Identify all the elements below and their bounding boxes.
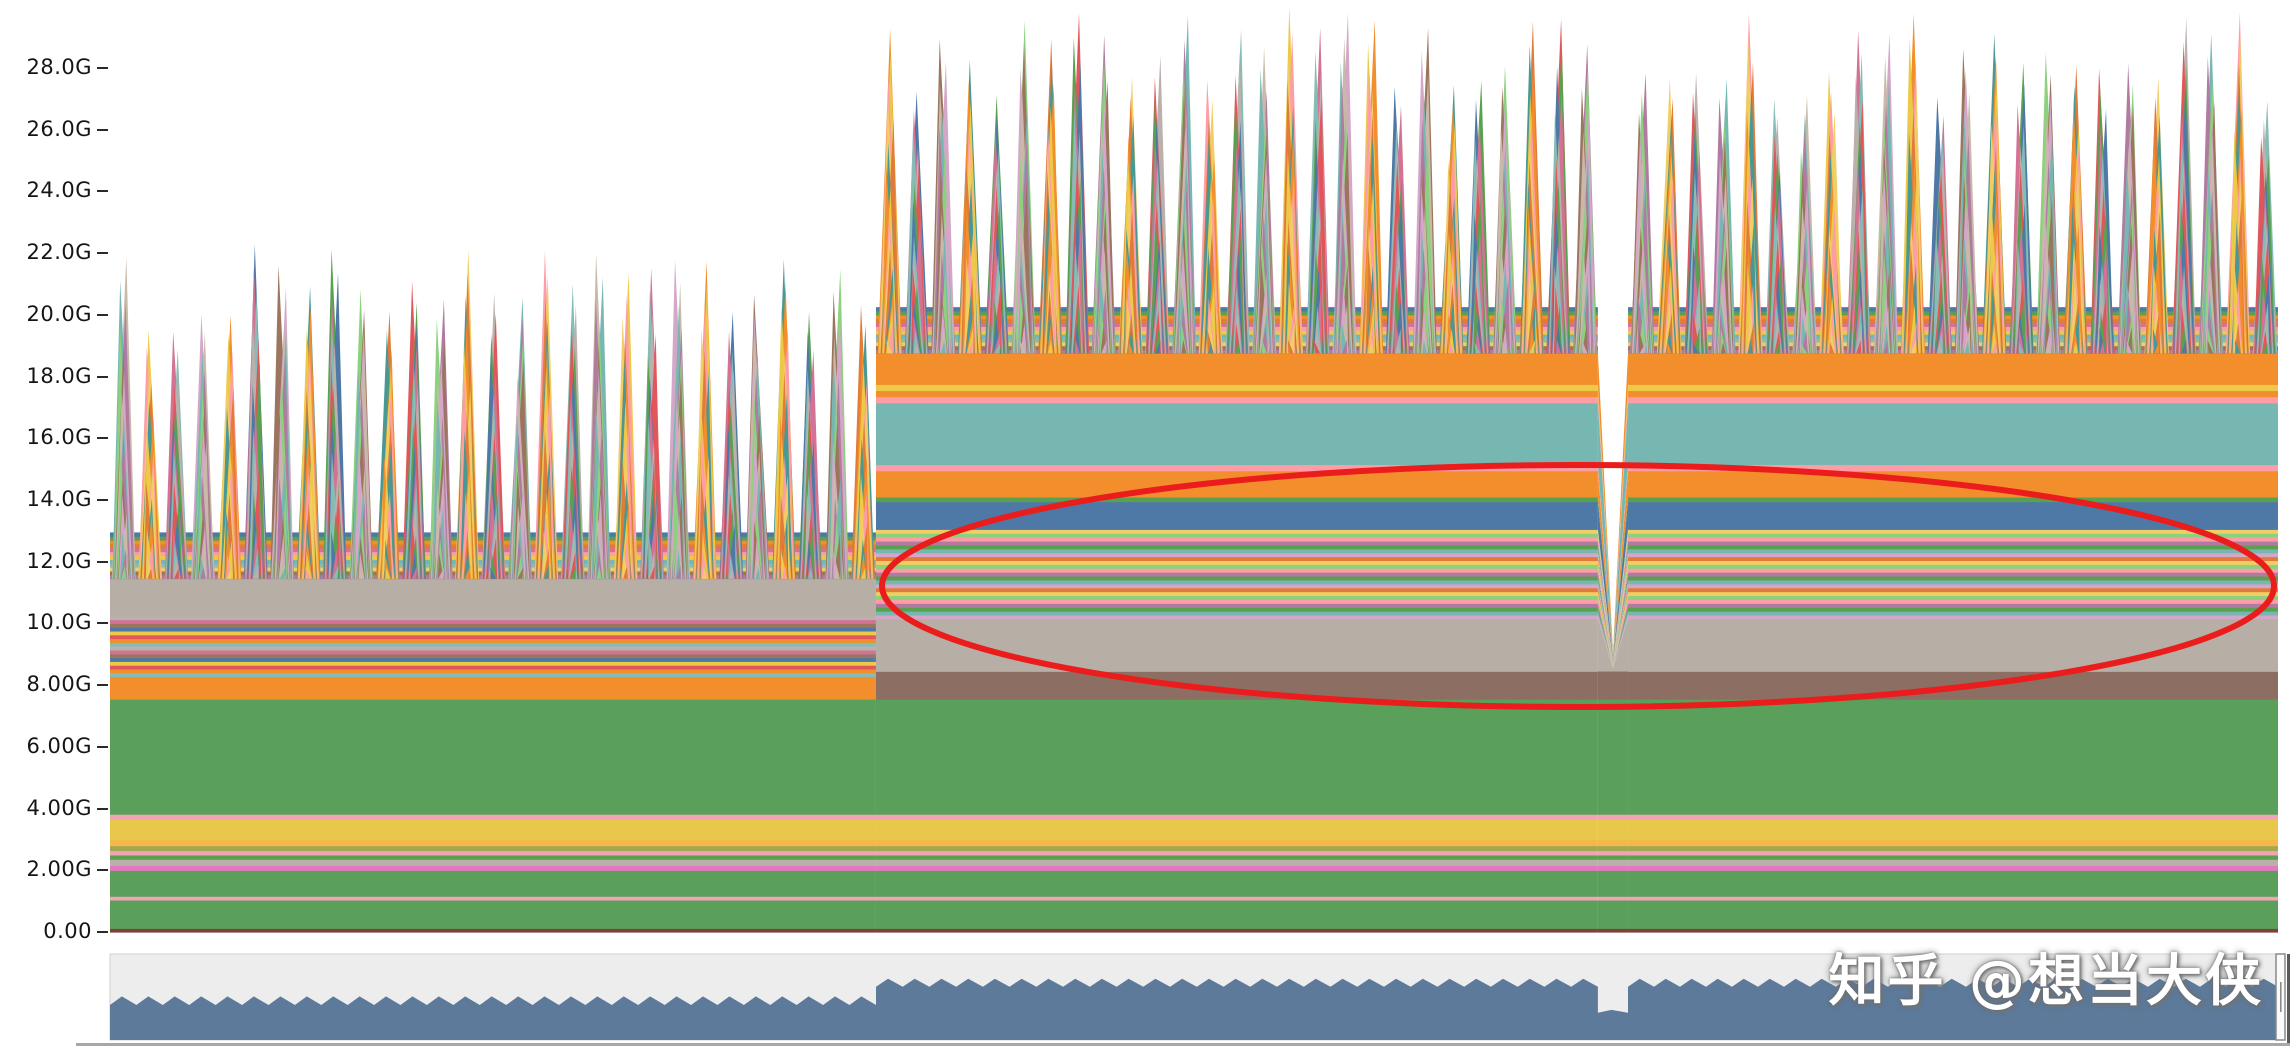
navigator-bottom-track [76,1043,2290,1046]
navigator-handle-grip [2280,982,2282,1012]
navigator-right-edge-bar [2287,954,2290,1044]
navigator-silhouette [110,978,2278,1040]
watermark-text: 知乎 @想当大侠 [1828,949,2264,1014]
